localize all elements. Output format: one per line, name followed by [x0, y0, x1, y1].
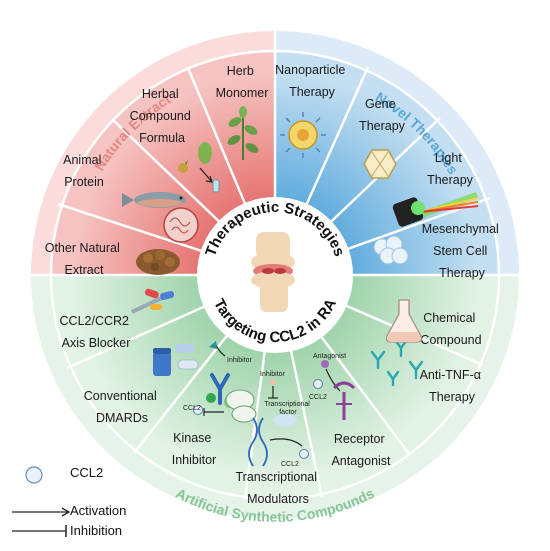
- small-ccl2-receptor: CCL2: [309, 394, 327, 401]
- small-transcriptional-factor: Transcriptional factor: [264, 401, 312, 416]
- label-transcriptional-modulators: Transcriptional Modulators: [236, 470, 321, 506]
- gene-capsid-icon: [363, 149, 397, 179]
- dmard-pills-icon: [153, 344, 199, 376]
- light-device-icon: [392, 192, 479, 227]
- label-light-therapy: Light Therapy: [427, 151, 474, 187]
- label-conventional-dmards: Conventional DMARDs: [84, 389, 160, 425]
- nanoparticle-icon: [280, 112, 326, 158]
- flask-icon: [385, 299, 423, 343]
- label-kinase-inhibitor: Kinase Inhibitor: [172, 431, 216, 467]
- sector-artificial: [51, 275, 499, 499]
- label-other-natural-extract: Other Natural Extract: [45, 241, 124, 277]
- receptor-antagonist-icon: [313, 360, 356, 420]
- label-chemical-compound: Chemical Compound: [420, 311, 481, 347]
- small-ccl2-transcription: CCL2: [281, 461, 299, 468]
- fish-icon: [122, 192, 186, 208]
- herbal-leaves-icon: [178, 142, 220, 193]
- small-ccl2-kinase: CCL2: [183, 405, 201, 412]
- legend-ccl2-circle: [25, 466, 43, 484]
- small-inhibitor-transcription: Inhibitor: [260, 371, 286, 378]
- label-herbal-compound-formula: Herbal Compound Formula: [130, 87, 195, 145]
- label-msc-therapy: Mesenchymal Stem Cell Therapy: [422, 222, 503, 280]
- legend-inhibition-label: Inhibition: [70, 523, 123, 538]
- legend-ccl2-label: CCL2: [70, 465, 104, 480]
- label-gene-therapy: Gene Therapy: [359, 97, 406, 133]
- label-nanoparticle-therapy: Nanoparticle Therapy: [275, 63, 349, 99]
- label-receptor-antagonist: Receptor Antagonist: [331, 432, 391, 468]
- label-ccl2-ccr2-axis-blocker: CCL2/CCR2 Axis Blocker: [60, 314, 133, 350]
- legend-activation-label: Activation: [70, 503, 127, 518]
- label-anti-tnf-therapy: Anti-TNF-α Therapy: [420, 368, 485, 404]
- stem-cells-icon: [373, 235, 409, 265]
- legend: [12, 466, 71, 537]
- protein-fiber-icon: [163, 207, 199, 243]
- kinase-receptor-icon: [193, 341, 257, 423]
- extract-pile-icon: [136, 249, 180, 275]
- pills-syringe-icon: [130, 288, 175, 314]
- transcription-icon: [248, 379, 309, 467]
- plant-icon: [227, 106, 259, 160]
- knee-joint-icon: [251, 232, 295, 312]
- small-inhibitor-kinase: Inhibitor: [227, 357, 253, 364]
- small-antagonist: Antagonist: [313, 353, 346, 360]
- label-animal-protein: Animal Protein: [63, 153, 105, 189]
- label-herb-monomer: Herb Monomer: [216, 64, 269, 100]
- antibody-icon: [370, 338, 424, 387]
